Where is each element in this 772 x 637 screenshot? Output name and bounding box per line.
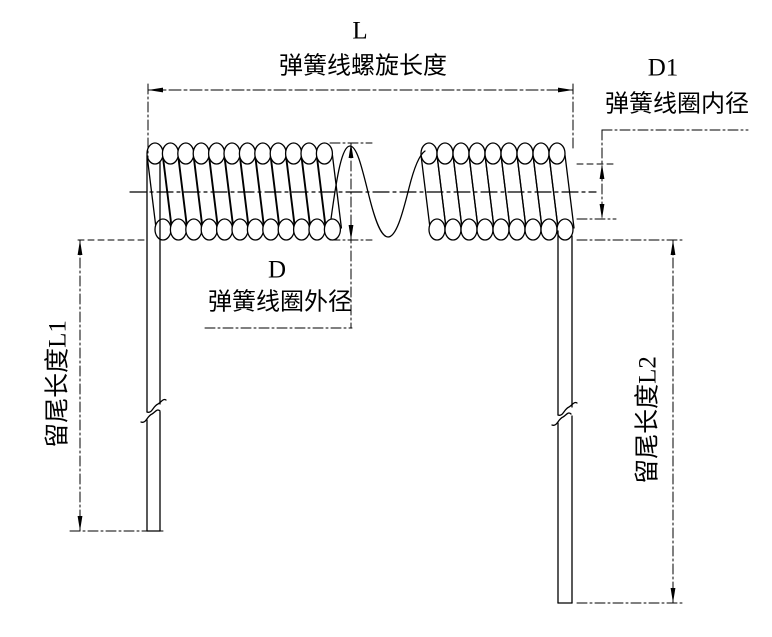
coil-wire-section-bottom [262,218,280,241]
coil-wire-section-top [300,142,318,165]
coil-wire-section-bottom [323,218,342,241]
coil-wire-section-top [532,142,550,165]
coil-wire-section-bottom [215,218,234,241]
coil-turn-line [146,154,157,229]
coil-wire-section-bottom [428,218,446,241]
coil-wire-section-top [468,142,486,165]
label-tail-length-left: 留尾长度L1 [44,320,72,448]
coil-turn-line [468,154,479,229]
coil-wire-section-top [420,142,438,165]
left-tail-break-lower [140,409,161,423]
dim-outer-diameter: D 弹簧线圈外径 [204,142,373,329]
coil-turn-line [269,154,280,229]
arrow-down-icon [599,204,605,219]
coil-turn-line [284,154,296,229]
coil-wire-section-bottom [185,218,203,241]
coil-wire-section-bottom [460,218,478,241]
coil-wire-section-top [161,142,180,165]
right-tail-break-upper [557,401,578,416]
arrow-down-icon [77,516,83,531]
arrow-right-icon [558,87,573,93]
arrow-up-icon [77,240,83,255]
coil-turn-line [315,154,327,229]
coil-wire-section-bottom [524,218,542,241]
right-tail-break-lower [551,412,572,426]
label-helix-length: 弹簧线螺旋长度 [279,53,447,80]
coil-wire-section-bottom [231,218,249,241]
label-inner-diameter: 弹簧线圈内径 [605,91,749,118]
label-tail-length-right: 留尾长度L2 [634,356,662,484]
coil-wire-section-top [484,142,502,165]
label-D-symbol: D [268,257,286,284]
coil-wire-section-top [452,142,470,165]
coil-wire-section-top [192,142,210,165]
coil-turn-line [516,154,527,229]
coil-wire-section-top [284,142,303,165]
coil-wire-section-bottom [200,218,218,241]
coil-turn-line [452,154,463,229]
coil-turn-line [500,154,511,229]
coil-wire-section-bottom [444,218,462,241]
label-outer-diameter: 弹簧线圈外径 [208,289,352,316]
coil-turn-line [192,154,203,229]
coil-wire-section-bottom [476,218,494,241]
coil-turn-line [484,154,495,229]
left-tail-break-upper [146,398,167,413]
coil-wire-section-bottom [308,218,326,241]
arrow-down-icon [348,225,354,240]
coil-wire-section-bottom [556,218,574,241]
coil-section-left [146,142,343,241]
arrow-up-icon [670,240,676,255]
coil-turn-line [548,154,559,229]
coil-turn-line [223,154,234,229]
coil-turn-line [331,154,343,229]
coil-wire-section-bottom [246,218,265,241]
coil-wire-section-bottom [277,218,295,241]
arrow-up-icon [348,143,354,158]
coil-wire-section-top [238,142,257,165]
spring-break-wave [330,145,426,238]
dim-helix-length: L 弹簧线螺旋长度 [147,18,574,159]
coil-wire-section-top [146,142,164,165]
coil-wire-section-top [315,142,334,165]
label-L-symbol: L [352,18,367,45]
coil-wire-section-top [269,142,287,165]
coil-wire-section-bottom [292,218,311,241]
coil-wire-section-bottom [508,218,526,241]
coil-wire-section-bottom [492,218,510,241]
right-tail [551,230,578,604]
coil-wire-section-top [436,142,454,165]
coil-wire-section-top [548,142,566,165]
coil-wire-section-top [223,142,241,165]
coil-turn-line [300,154,311,229]
coil-turn-line [532,154,543,229]
coil-wire-section-top [516,142,534,165]
dim-inner-diameter: D1 弹簧线圈内径 [576,55,749,220]
coil-turn-line [254,154,265,229]
coil-wire-section-top [254,142,272,165]
coil-wire-section-top [207,142,226,165]
coil-section-right [420,142,575,241]
coil-turn-line [238,154,250,229]
coil-turn-line [207,154,219,229]
coil-turn-line [161,154,173,229]
coil-turn-line [420,154,431,229]
arrow-up-icon [599,164,605,179]
arrow-left-icon [148,87,163,93]
coil-wire-section-bottom [154,218,172,241]
coil-wire-section-bottom [169,218,188,241]
arrow-down-icon [670,588,676,603]
dim-tail-length-left: 留尾长度L1 [44,239,164,532]
coil-wire-section-bottom [540,218,558,241]
dim-tail-length-right: 留尾长度L2 [576,239,683,604]
coil-wire-section-top [177,142,195,165]
coil-turn-line [177,154,188,229]
coil-wire-section-top [500,142,518,165]
label-D1-symbol: D1 [648,55,679,82]
coil-turn-line [436,154,447,229]
coil-turn-line [564,154,575,229]
